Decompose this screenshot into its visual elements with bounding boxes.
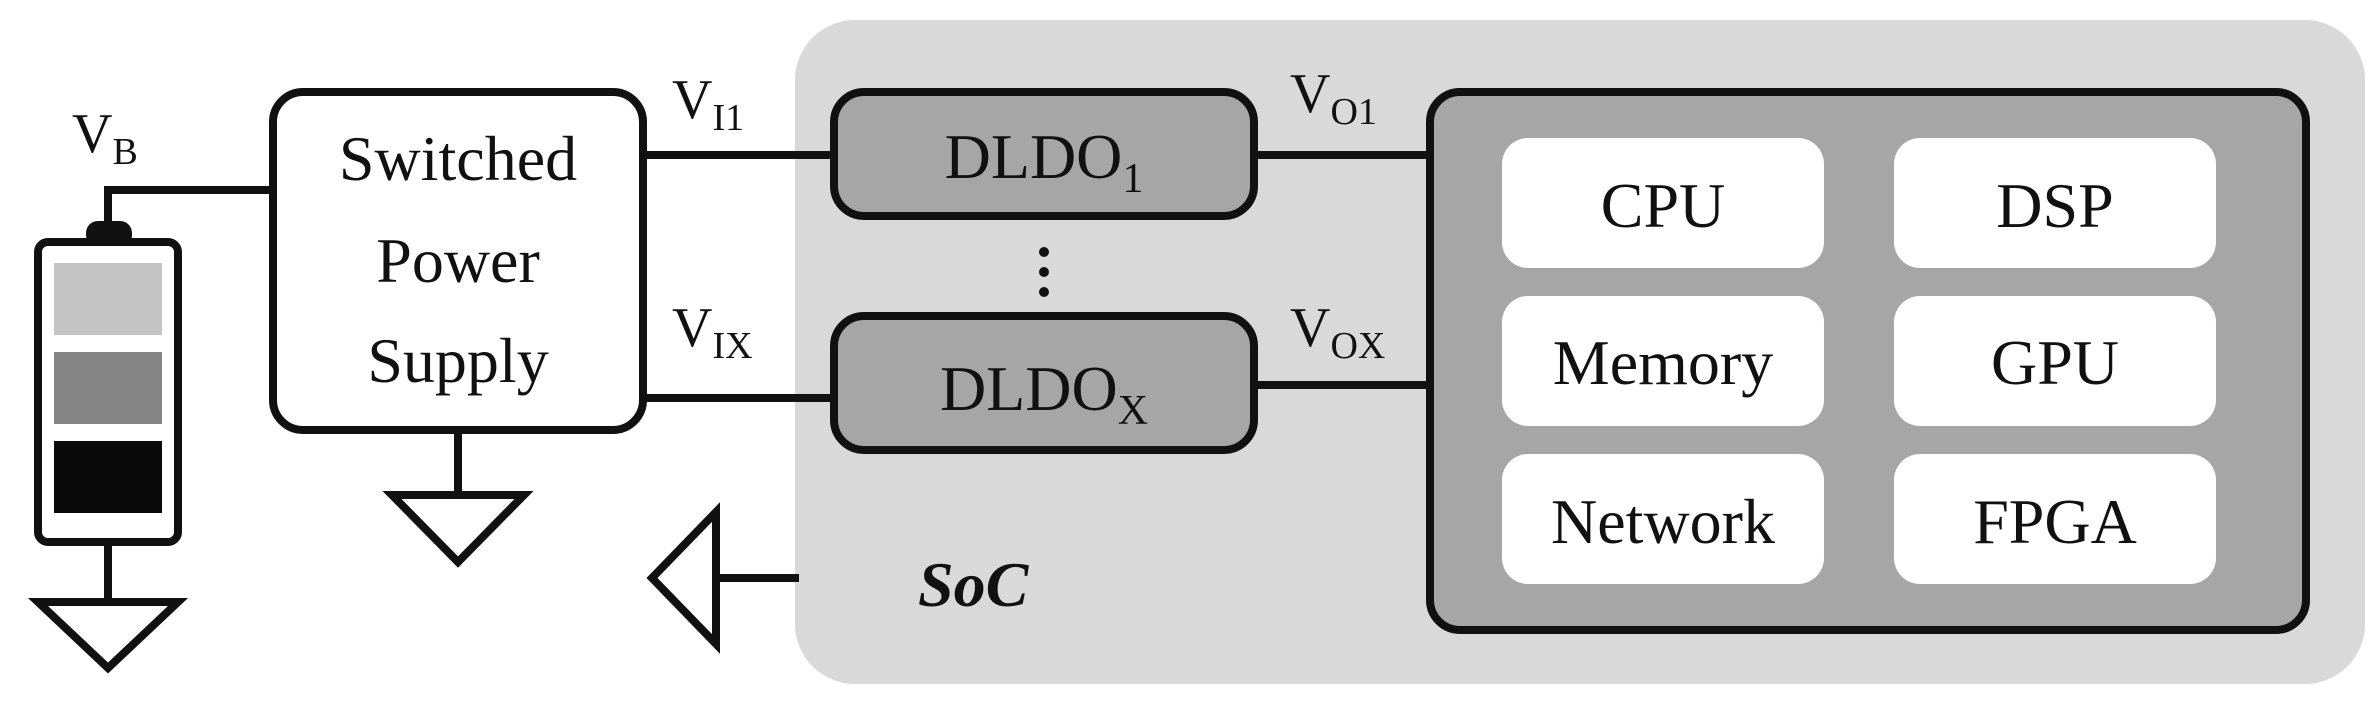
block-dsp: DSP	[1894, 138, 2216, 268]
battery-supply-wire	[104, 186, 274, 236]
block-memory-label: Memory	[1553, 327, 1773, 398]
block-memory-box	[1502, 296, 1824, 426]
dldo-1: DLDO1	[830, 88, 1258, 220]
block-cpu-label: CPU	[1601, 170, 1726, 241]
block-cpu: CPU	[1502, 138, 1824, 268]
block-gpu-box	[1894, 296, 2216, 426]
block-fpga: FPGA	[1894, 454, 2216, 584]
block-network-label: Network	[1551, 486, 1775, 557]
block-cpu-box	[1502, 138, 1824, 268]
dldo-1-label: DLDO1	[945, 121, 1144, 202]
switched-power-supply: Switched Power Supply	[269, 88, 647, 568]
block-dsp-label: DSP	[1996, 170, 2113, 241]
output-voltage-label-1: VO1	[1290, 63, 1377, 133]
power-supply-label-line3: Supply	[367, 325, 548, 396]
block-gpu-label: GPU	[1991, 327, 2119, 398]
power-supply-label-line1: Switched	[339, 123, 577, 194]
block-fpga-label: FPGA	[1973, 486, 2137, 557]
output-voltage-label-x: VOX	[1290, 297, 1385, 367]
input-voltage-label-1: VI1	[672, 69, 744, 139]
block-network-box	[1502, 454, 1824, 584]
battery-cell-bottom	[54, 441, 162, 513]
battery-ground-icon	[27, 598, 189, 674]
block-memory: Memory	[1502, 296, 1824, 426]
block-fpga-box	[1894, 454, 2216, 584]
battery-cell-middle	[54, 352, 162, 424]
dldo-x: DLDOX	[830, 312, 1258, 454]
block-dsp-box	[1894, 138, 2216, 268]
input-voltage-label-x: VIX	[672, 297, 753, 367]
battery	[27, 221, 189, 674]
battery-cell-top	[54, 263, 162, 335]
power-supply-ground-icon	[382, 491, 534, 568]
ellipsis-icon	[1039, 247, 1049, 297]
dldo-x-label: DLDOX	[940, 353, 1148, 434]
block-network: Network	[1502, 454, 1824, 584]
soc-ground-icon	[646, 502, 720, 654]
soc-label: SoC	[918, 549, 1030, 620]
power-supply-label-line2: Power	[376, 225, 540, 296]
battery-voltage-label: VB	[72, 103, 138, 173]
block-gpu: GPU	[1894, 296, 2216, 426]
